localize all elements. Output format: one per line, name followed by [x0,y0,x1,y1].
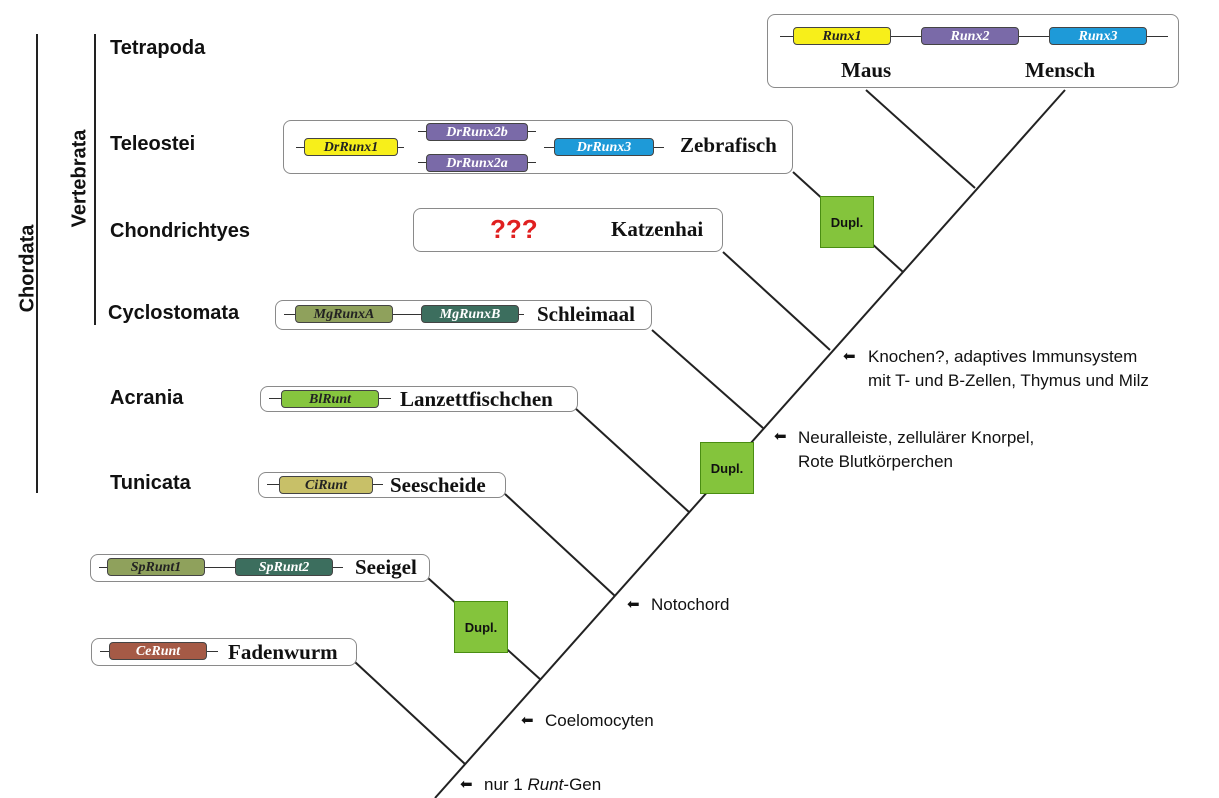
branch-maus [865,89,976,189]
trait-note-runt: nur 1 Runt-Gen [484,774,601,796]
unknown-genes-marker: ??? [490,214,538,244]
clade-label-vertebrata: Vertebrata [68,129,91,228]
gene-wire [284,314,524,315]
branch-lanzettfischchen [574,407,690,513]
species-label-fadenwurm: Fadenwurm [228,640,338,664]
trait-note-runt-suffix: -Gen [563,775,602,794]
duplication-marker-vertebrate-1: Dupl. [700,442,754,494]
gene-box-katzenhai: ??? Katzenhai [413,208,723,252]
gene-box-zebrafisch: DrRunx1 DrRunx2b DrRunx2a DrRunx3 Zebraf… [283,120,793,174]
duplication-marker-seeigel: Dupl. [454,601,508,653]
left-arrow-icon: ⬅ [843,348,856,365]
gene-box-seeigel: SpRunt1 SpRunt2 Seeigel [90,554,430,582]
left-arrow-icon: ⬅ [774,428,787,445]
gene-box-seescheide: CiRunt Seescheide [258,472,506,498]
branch-fadenwurm [354,661,466,765]
gene-box-fadenwurm: CeRunt Fadenwurm [91,638,357,666]
branch-katzenhai [722,251,831,351]
species-label-seescheide: Seescheide [390,473,486,497]
gene-sprunt2: SpRunt2 [235,558,333,576]
gene-mgrunxb: MgRunxB [421,305,519,323]
species-label-lanzettfischchen: Lanzettfischchen [400,387,553,411]
species-label-mensch: Mensch [1025,58,1095,82]
gene-mgrunxa: MgRunxA [295,305,393,323]
taxon-label-acrania: Acrania [110,387,184,409]
gene-box-maus-mensch: Runx1 Runx2 Runx3 Maus Mensch [767,14,1179,88]
branch-schleimaal [651,329,764,429]
left-arrow-icon: ⬅ [521,712,534,729]
taxon-label-teleostei: Teleostei [110,133,196,155]
trait-note-coelomocyten: Coelomocyten [545,711,654,730]
gene-cirunt: CiRunt [279,476,373,494]
gene-runx2: Runx2 [921,27,1019,45]
branch-seescheide [504,493,616,597]
taxon-label-cyclostomata: Cyclostomata [108,302,240,324]
gene-sprunt1: SpRunt1 [107,558,205,576]
species-label-katzenhai: Katzenhai [611,217,704,241]
trait-note-runt-gene: Runt [527,775,564,794]
species-label-schleimaal: Schleimaal [537,302,635,326]
left-arrow-icon: ⬅ [627,596,640,613]
trait-note-neural-line1: Neuralleiste, zellulärer Knorpel, [798,428,1035,447]
taxon-label-chondrichtyes: Chondrichtyes [110,220,251,242]
trait-note-notochord: Notochord [651,595,730,614]
gene-runx1: Runx1 [793,27,891,45]
trait-note-knochen-line2: mit T- und B-Zellen, Thymus und Milz [868,371,1149,390]
gene-blrunt: BlRunt [281,390,379,408]
gene-drrunx2b: DrRunx2b [426,123,528,141]
gene-box-schleimaal: MgRunxA MgRunxB Schleimaal [275,300,652,330]
species-label-maus: Maus [841,58,892,82]
gene-wire [99,567,343,568]
trait-note-runt-prefix: nur 1 [484,775,528,794]
species-label-zebrafisch: Zebrafisch [680,133,777,157]
gene-runx3: Runx3 [1049,27,1147,45]
gene-drrunx3: DrRunx3 [554,138,654,156]
gene-drrunx2a: DrRunx2a [426,154,528,172]
trait-note-neural-line2: Rote Blutkörperchen [798,452,953,471]
gene-drrunx1: DrRunx1 [304,138,398,156]
gene-cerunt: CeRunt [109,642,207,660]
clade-label-chordata: Chordata [16,224,39,313]
gene-box-lanzettfischchen: BlRunt Lanzettfischchen [260,386,578,412]
left-arrow-icon: ⬅ [460,776,473,793]
species-label-seeigel: Seeigel [355,555,417,579]
taxon-label-tetrapoda: Tetrapoda [110,37,206,59]
duplication-marker-vertebrate-2: Dupl. [820,196,874,248]
trait-note-knochen-line1: Knochen?, adaptives Immunsystem [868,347,1138,366]
taxon-label-tunicata: Tunicata [110,472,191,494]
